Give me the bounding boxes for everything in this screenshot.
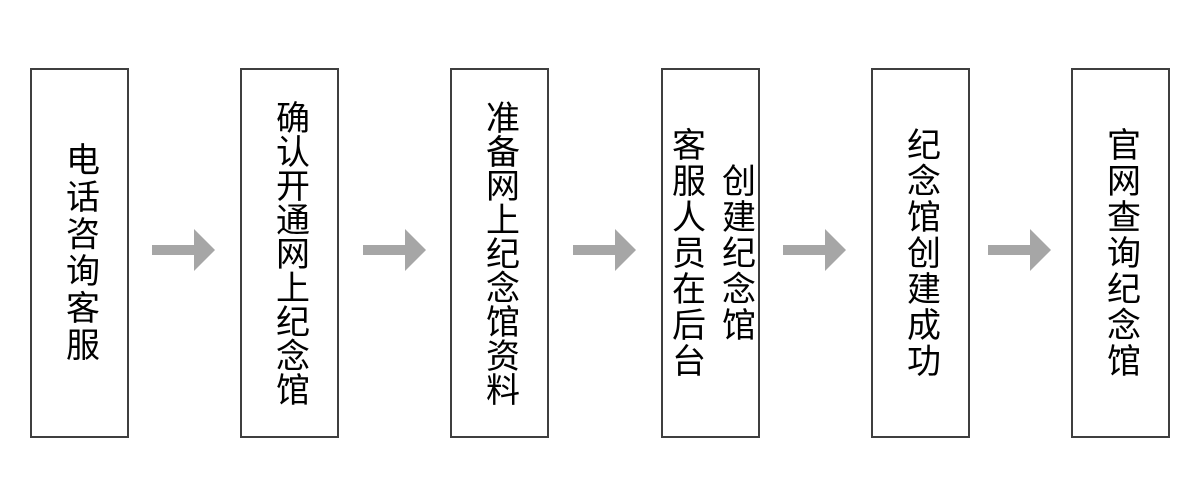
flow-step-2-label: 确认开通网上纪念馆 — [270, 100, 309, 406]
arrow-right-icon — [783, 229, 846, 271]
arrow-right-shape — [573, 229, 636, 271]
flow-step-1-label: 电话咨询客服 — [60, 142, 99, 364]
flow-step-3-label: 准备网上纪念馆资料 — [480, 100, 519, 406]
arrow-right-icon — [363, 229, 426, 271]
flow-step-4-label-line-1: 客服人员在后台 — [666, 127, 705, 379]
flow-step-5-label: 纪念馆创建成功 — [901, 127, 940, 379]
flow-step-6: 官网查询纪念馆 — [1071, 68, 1170, 438]
arrow-right-icon — [988, 229, 1051, 271]
arrow-right-shape — [363, 229, 426, 271]
arrow-right-shape — [152, 229, 215, 271]
flow-step-3: 准备网上纪念馆资料 — [450, 68, 549, 438]
flow-step-6-label: 官网查询纪念馆 — [1101, 127, 1140, 379]
flow-step-1: 电话咨询客服 — [30, 68, 129, 438]
flow-step-4-label-line-2: 创建纪念馆 — [716, 163, 755, 343]
flow-step-2: 确认开通网上纪念馆 — [240, 68, 339, 438]
arrow-right-shape — [783, 229, 846, 271]
arrow-right-shape — [988, 229, 1051, 271]
arrow-right-icon — [573, 229, 636, 271]
flow-step-5: 纪念馆创建成功 — [871, 68, 970, 438]
arrow-right-icon — [152, 229, 215, 271]
flow-step-4: 客服人员在后台 创建纪念馆 — [661, 68, 760, 438]
